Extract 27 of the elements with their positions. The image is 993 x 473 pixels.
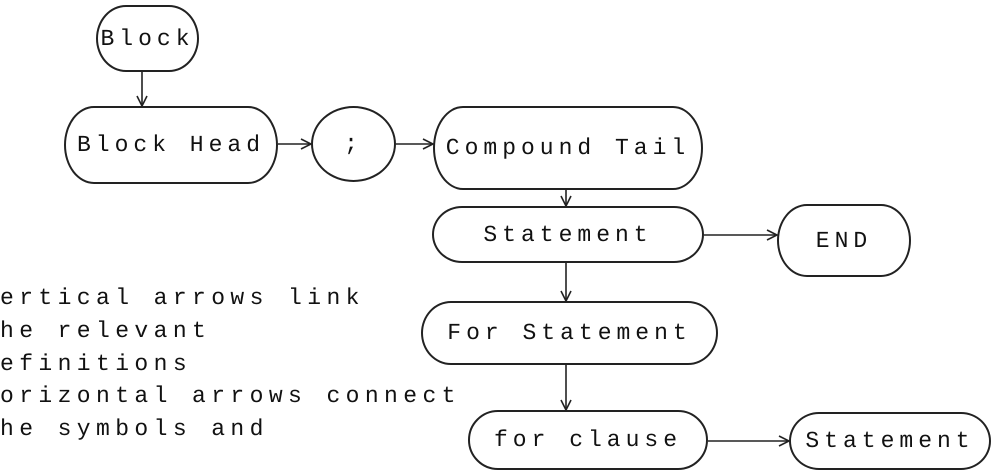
rounded-box — [432, 206, 704, 263]
arrow — [560, 365, 572, 411]
node-label: Statement — [805, 428, 975, 454]
arrow — [396, 138, 434, 150]
node-label: Statement — [483, 222, 653, 248]
rounded-box — [777, 204, 911, 277]
node-label: Block Head — [76, 132, 266, 158]
rounded-box — [468, 410, 708, 470]
node-label: Compound Tail — [446, 135, 690, 161]
arrow — [278, 138, 312, 150]
arrow — [560, 263, 572, 302]
rounded-box — [433, 106, 703, 190]
terminal-circle — [311, 106, 396, 182]
arrow — [560, 190, 572, 207]
rounded-box — [789, 412, 991, 470]
node-label: END — [816, 228, 872, 254]
node-label: For Statement — [447, 320, 692, 346]
node-label: for clause — [494, 427, 682, 453]
rounded-box — [421, 301, 718, 365]
rounded-box — [96, 5, 199, 72]
node-label: Block — [100, 26, 194, 52]
rounded-box — [64, 106, 278, 184]
arrow — [708, 435, 790, 447]
note-text: orizontal arrows connect he symbols and — [0, 382, 462, 444]
arrow — [136, 72, 148, 107]
node-label: ; — [344, 131, 363, 157]
arrow — [704, 229, 778, 241]
